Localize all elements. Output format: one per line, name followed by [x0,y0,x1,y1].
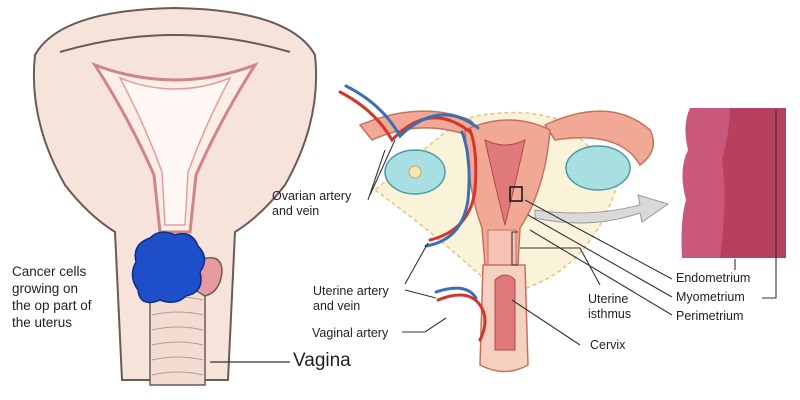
label-uterine-isthmus: Uterine isthmus [588,292,631,322]
cervix-canal [495,275,515,350]
vaginal-artery [438,295,485,340]
left-ovary-follicle [409,166,421,178]
label-cervix: Cervix [590,338,625,353]
label-myometrium: Myometrium [676,290,745,305]
cancer-mass [132,232,204,302]
label-ovarian-artery: Ovarian artery and vein [272,189,351,219]
right-uterus-illustration [340,86,668,372]
histology-image [678,108,786,258]
label-vagina: Vagina [293,350,351,372]
label-cancer-cells: Cancer cells growing on the op part of t… [12,263,92,331]
label-uterine-artery: Uterine artery and vein [313,284,389,314]
right-ovary [566,146,630,190]
label-vaginal-artery: Vaginal artery [312,326,388,341]
label-endometrium: Endometrium [676,271,750,286]
label-perimetrium: Perimetrium [676,309,743,324]
vaginal-canal [150,290,205,385]
